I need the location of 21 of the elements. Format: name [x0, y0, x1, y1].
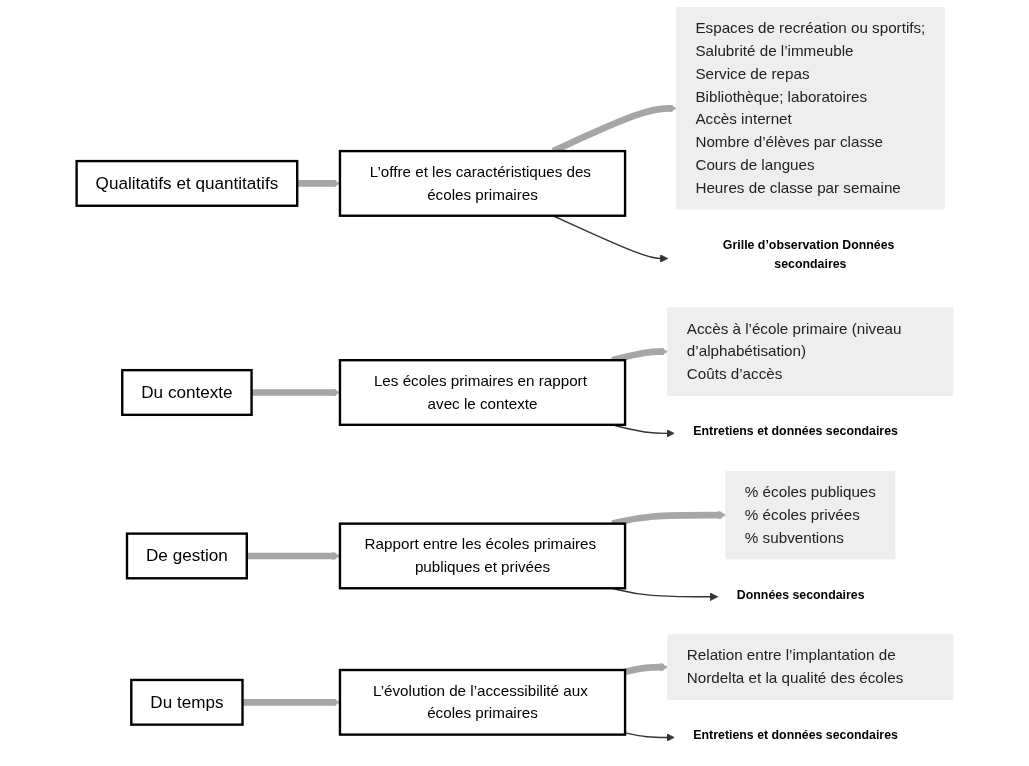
node-text: Entretiens et données secondaires	[693, 423, 898, 439]
arrow	[624, 732, 675, 742]
node-text: Entretiens et données secondaires	[693, 727, 898, 743]
node-box	[338, 668, 626, 736]
node-text: Grille d’observation Données secondaires	[722, 237, 895, 271]
node-box	[129, 678, 244, 726]
node-box	[125, 532, 248, 580]
node-text: Données secondaires	[736, 587, 865, 602]
node-box	[338, 522, 626, 590]
node-box	[338, 359, 626, 426]
arrow	[611, 510, 726, 527]
arrow	[242, 698, 341, 707]
node-box	[725, 470, 896, 560]
node-box	[120, 368, 253, 416]
node-box	[75, 159, 299, 207]
node-box	[667, 307, 954, 396]
node-box	[675, 7, 945, 210]
arrow	[624, 662, 668, 675]
arrow	[251, 388, 341, 397]
node-box	[338, 149, 626, 217]
node-box	[667, 634, 954, 700]
